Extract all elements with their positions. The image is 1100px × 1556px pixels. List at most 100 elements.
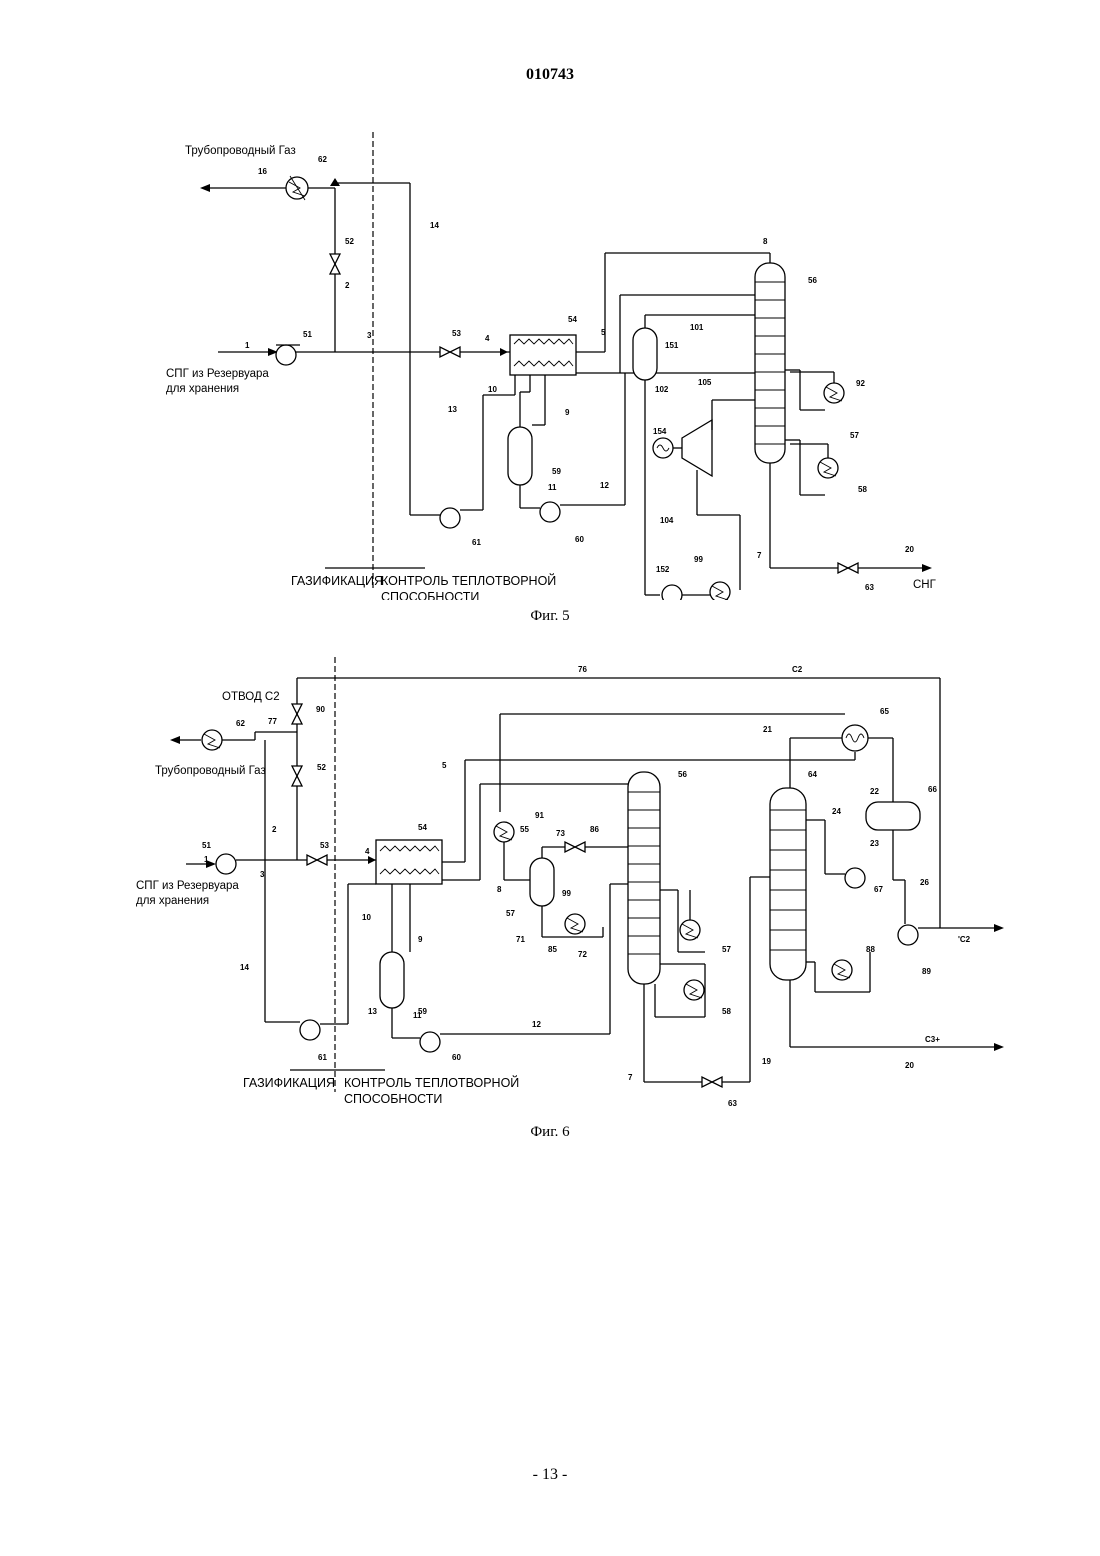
heater-91 — [494, 822, 514, 842]
ref-number: 66 — [928, 785, 937, 794]
ref-number: 19 — [762, 1057, 771, 1066]
expander-turbine — [682, 420, 712, 476]
heat-exchanger-54 — [510, 335, 576, 375]
ref-number: 62 — [236, 719, 245, 728]
exchanger-65 — [842, 725, 868, 751]
ref-number: 11 — [548, 483, 557, 492]
ref-number: 57 — [506, 909, 515, 918]
valve-90 — [292, 704, 302, 714]
ref-number: 5 — [601, 328, 606, 337]
valve-52 — [292, 766, 302, 776]
valve-52 — [330, 254, 340, 264]
ref-number: 26 — [920, 878, 929, 887]
pump-152 — [662, 585, 682, 600]
ref-number: 7 — [757, 551, 762, 560]
ref-number: 152 — [656, 565, 670, 574]
column-64 — [770, 788, 806, 980]
ref-number: 12 — [532, 1020, 541, 1029]
ref-number: 72 — [578, 950, 587, 959]
ref-number: 13 — [448, 405, 457, 414]
ref-number: 56 — [678, 770, 687, 779]
heat-control-label: КОНТРОЛЬ ТЕПЛОТВОРНОЙ — [381, 573, 556, 588]
pipeline-gas-label: Трубопроводный Газ — [155, 765, 266, 777]
ref-number: 56 — [808, 276, 817, 285]
heater-99 — [565, 914, 585, 934]
valve-53 — [440, 347, 450, 357]
ref-number: 65 — [880, 707, 889, 716]
heat-control-label: КОНТРОЛЬ ТЕПЛОТВОРНОЙ — [344, 1075, 519, 1090]
ref-number: 52 — [345, 237, 354, 246]
reboiler-58 — [818, 458, 838, 478]
ref-number: 8 — [763, 237, 768, 246]
separator-151 — [633, 328, 657, 380]
ref-number: 58 — [722, 1007, 731, 1016]
ref-number: 8 — [497, 885, 502, 894]
ref-number: 90 — [316, 705, 325, 714]
c2-top-label: C2 — [792, 665, 803, 674]
ref-number: 20 — [905, 1061, 914, 1070]
ref-number: 52 — [317, 763, 326, 772]
lng-source-label-2: для хранения — [166, 383, 239, 395]
ref-number: 4 — [485, 334, 490, 343]
heat-control-label-2: СПОСОБНОСТИ — [344, 1092, 442, 1106]
ref-number: 24 — [832, 807, 841, 816]
ref-number: 21 — [763, 725, 772, 734]
column-56 — [628, 772, 660, 984]
ref-number: 101 — [690, 323, 704, 332]
document-number: 010743 — [0, 66, 1100, 84]
ref-number: 85 — [548, 945, 557, 954]
separator-57 — [530, 858, 554, 906]
ref-number: 2 — [272, 825, 277, 834]
ref-number: 12 — [600, 481, 609, 490]
c2-out-label: 'C2 — [958, 935, 971, 944]
ref-number: 1 — [245, 341, 250, 350]
ref-number: 14 — [240, 963, 249, 972]
ref-number: 16 — [258, 167, 267, 176]
ref-number: 76 — [578, 665, 587, 674]
ref-number: 1 — [204, 855, 209, 864]
ref-number: 3 — [367, 331, 372, 340]
heater-62 — [202, 730, 222, 750]
page-number: - 13 - — [0, 1466, 1100, 1484]
ref-number: 3 — [260, 870, 265, 879]
figure-6-diagram: ОТВОД С2 Трубопроводный Газ СПГ из Резер… — [0, 652, 1100, 1122]
drum-59 — [508, 427, 532, 485]
pump-67 — [845, 868, 865, 888]
ref-number: 55 — [520, 825, 529, 834]
ref-number: 105 — [698, 378, 712, 387]
ref-number: 73 — [556, 829, 565, 838]
c3-plus-label: C3+ — [925, 1035, 940, 1044]
ref-number: 4 — [365, 847, 370, 856]
valve-63 — [702, 1077, 712, 1087]
drum-59 — [380, 952, 404, 1008]
ref-number: 88 — [866, 945, 875, 954]
ref-number: 23 — [870, 839, 879, 848]
ref-number: 77 — [268, 717, 277, 726]
ref-number: 22 — [870, 787, 879, 796]
ref-number: 154 — [653, 427, 667, 436]
pump-51 — [216, 854, 236, 874]
ref-number: 60 — [575, 535, 584, 544]
figure-5-diagram: Трубопроводный Газ СПГ из Резервуара для… — [0, 130, 1100, 600]
reflux-drum-66 — [866, 802, 920, 830]
ref-number: 53 — [452, 329, 461, 338]
ref-number: 151 — [665, 341, 679, 350]
ref-number: 99 — [694, 555, 703, 564]
reboiler-57 — [680, 920, 700, 940]
ref-number: 63 — [728, 1099, 737, 1108]
figure-6-caption: Фиг. 6 — [0, 1124, 1100, 1141]
valve-86 — [565, 842, 575, 852]
ngl-label: СНГ — [913, 579, 937, 591]
ref-number: 71 — [516, 935, 525, 944]
pump-60 — [420, 1032, 440, 1052]
ref-number: 54 — [418, 823, 427, 832]
ref-number: 59 — [552, 467, 561, 476]
ref-number: 14 — [430, 221, 439, 230]
lng-source-label: СПГ из Резервуара — [166, 368, 269, 380]
ref-number: 92 — [856, 379, 865, 388]
ref-number: 58 — [858, 485, 867, 494]
column-56 — [755, 263, 785, 463]
ref-number: 51 — [202, 841, 211, 850]
lng-source-label-2: для хранения — [136, 895, 209, 907]
ref-number: 91 — [535, 811, 544, 820]
